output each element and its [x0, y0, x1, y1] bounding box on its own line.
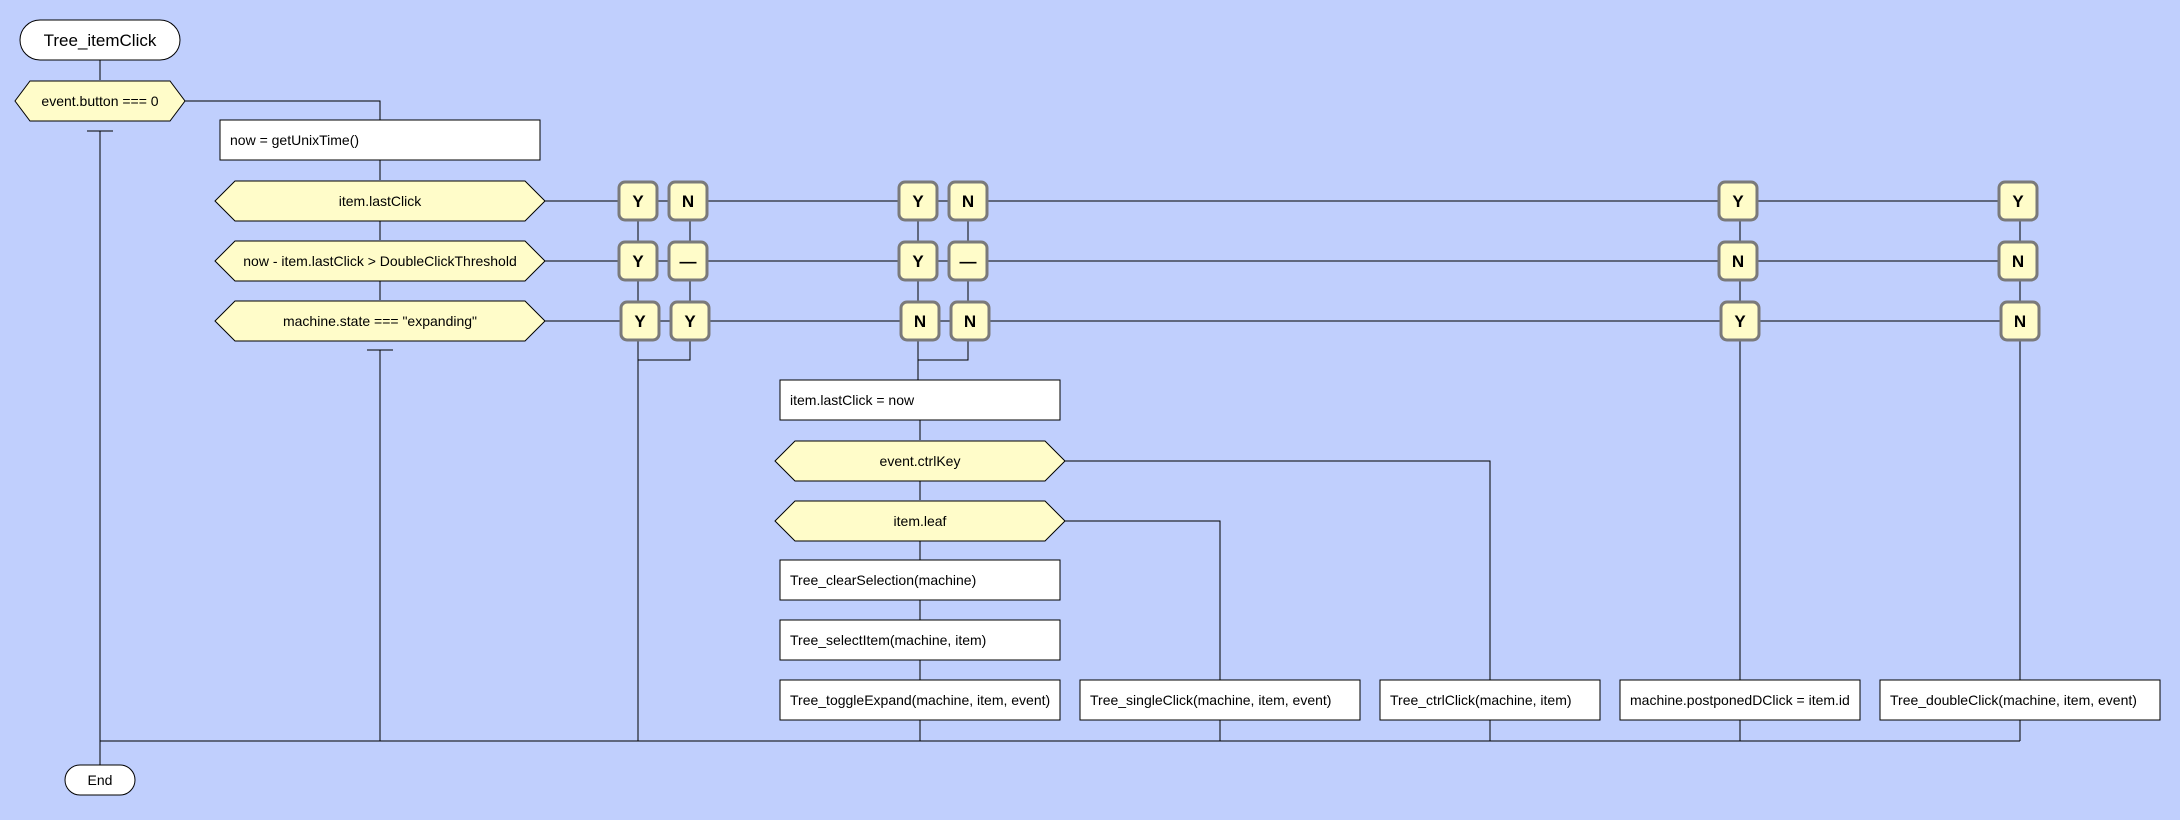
truth-cell: Y [617, 180, 659, 222]
truth-cell: Y [897, 180, 939, 222]
action-double-click-label: Tree_doubleClick(machine, item, event) [1890, 692, 2137, 708]
condition-last-click-label: item.lastClick [339, 193, 422, 209]
svg-text:N: N [914, 312, 926, 331]
truth-cell: Y [1719, 300, 1761, 342]
truth-cell: Y [669, 300, 711, 342]
condition-ctrl-key-label: event.ctrlKey [880, 453, 961, 469]
truth-cell: N [1999, 300, 2041, 342]
condition-ctrl-key: event.ctrlKey [774, 440, 1066, 482]
svg-text:—: — [960, 252, 977, 271]
svg-text:Y: Y [1732, 192, 1744, 211]
truth-cell: N [667, 180, 709, 222]
condition-threshold: now - item.lastClick > DoubleClickThresh… [214, 240, 546, 282]
svg-text:N: N [962, 192, 974, 211]
svg-text:Y: Y [1734, 312, 1746, 331]
connector-lines [87, 60, 2021, 765]
action-set-last-click: item.lastClick = now [779, 379, 1061, 421]
truth-cell: Y [1997, 180, 2039, 222]
truth-cell: N [949, 300, 991, 342]
action-single-click-label: Tree_singleClick(machine, item, event) [1090, 692, 1331, 708]
svg-text:Y: Y [2012, 192, 2024, 211]
condition-threshold-label: now - item.lastClick > DoubleClickThresh… [243, 253, 517, 269]
action-clear-selection: Tree_clearSelection(machine) [779, 559, 1061, 601]
end-terminal: End [64, 764, 136, 796]
condition-event-button: event.button === 0 [14, 80, 186, 122]
action-ctrl-click-label: Tree_ctrlClick(machine, item) [1390, 692, 1572, 708]
svg-text:Y: Y [912, 192, 924, 211]
action-toggle-expand-label: Tree_toggleExpand(machine, item, event) [790, 692, 1050, 708]
action-select-item: Tree_selectItem(machine, item) [779, 619, 1061, 661]
condition-last-click: item.lastClick [214, 180, 546, 222]
start-label: Tree_itemClick [44, 31, 157, 50]
start-terminal: Tree_itemClick [19, 19, 181, 61]
action-postponed-dclick-label: machine.postponedDClick = item.id [1630, 692, 1850, 708]
truth-cell: — [947, 240, 989, 282]
condition-item-leaf: item.leaf [774, 500, 1066, 542]
svg-text:N: N [2012, 252, 2024, 271]
truth-cell: N [1997, 240, 2039, 282]
svg-text:N: N [682, 192, 694, 211]
truth-cell: Y [897, 240, 939, 282]
condition-item-leaf-label: item.leaf [894, 513, 947, 529]
action-select-item-label: Tree_selectItem(machine, item) [790, 632, 986, 648]
svg-text:N: N [2014, 312, 2026, 331]
action-set-last-click-label: item.lastClick = now [790, 392, 915, 408]
svg-text:Y: Y [632, 192, 644, 211]
truth-cell: N [1717, 240, 1759, 282]
svg-text:N: N [1732, 252, 1744, 271]
svg-text:Y: Y [912, 252, 924, 271]
truth-cell: N [947, 180, 989, 222]
truth-cell: Y [617, 240, 659, 282]
action-double-click: Tree_doubleClick(machine, item, event) [1879, 679, 2161, 721]
svg-text:Y: Y [634, 312, 646, 331]
truth-cell: — [667, 240, 709, 282]
condition-event-button-label: event.button === 0 [41, 93, 158, 109]
action-single-click: Tree_singleClick(machine, item, event) [1079, 679, 1361, 721]
action-postponed-dclick: machine.postponedDClick = item.id [1619, 679, 1861, 721]
truth-cell: Y [1717, 180, 1759, 222]
action-get-time-label: now = getUnixTime() [230, 132, 359, 148]
action-ctrl-click: Tree_ctrlClick(machine, item) [1379, 679, 1601, 721]
truth-cell: Y [619, 300, 661, 342]
svg-text:Y: Y [632, 252, 644, 271]
condition-machine-state-label: machine.state === "expanding" [283, 313, 477, 329]
action-get-time: now = getUnixTime() [219, 119, 541, 161]
svg-text:Y: Y [684, 312, 696, 331]
condition-machine-state: machine.state === "expanding" [214, 300, 546, 342]
end-label: End [88, 772, 113, 788]
svg-text:N: N [964, 312, 976, 331]
action-toggle-expand: Tree_toggleExpand(machine, item, event) [779, 679, 1061, 721]
svg-text:—: — [680, 252, 697, 271]
truth-cell: N [899, 300, 941, 342]
action-clear-selection-label: Tree_clearSelection(machine) [790, 572, 976, 588]
